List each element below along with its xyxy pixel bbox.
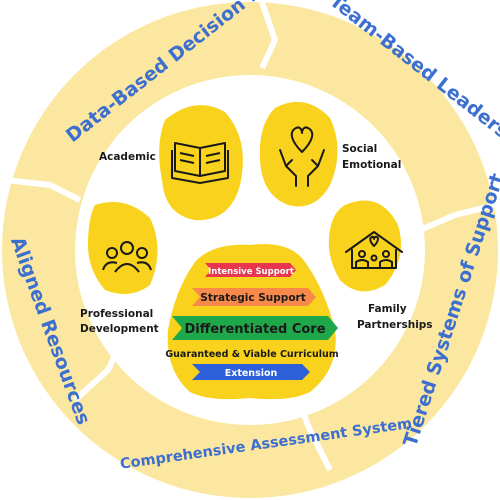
toe-label-development: Development <box>80 323 159 335</box>
toe-label-academic: Academic <box>99 151 156 163</box>
toe-label-partnerships: Partnerships <box>357 319 433 331</box>
tier-label-guaranteed-viable-curriculum: Guaranteed & Viable Curriculum <box>165 349 338 360</box>
people-group-icon <box>102 241 152 273</box>
tier-label-extension: Extension <box>225 368 278 379</box>
toe-professional <box>88 201 158 294</box>
tier-label-intensive-support: Intensive Support <box>208 267 294 277</box>
toe-family <box>328 200 402 292</box>
tier-strategic-support: Strategic Support <box>192 288 316 306</box>
toe-label-emotional: Emotional <box>342 159 401 171</box>
toe-social-emotional <box>259 101 338 207</box>
divider-top <box>259 1 278 70</box>
ring-dividers <box>5 1 496 472</box>
hands-heart-icon <box>279 126 325 187</box>
family-house-icon <box>345 231 403 269</box>
tier-intensive-support: Intensive Support <box>205 263 296 277</box>
divider-bottom <box>297 403 333 472</box>
divider-left <box>5 177 82 203</box>
toe-label-family: Family <box>368 303 407 315</box>
tier-extension: Extension <box>192 364 310 380</box>
tier-differentiated-core: Differentiated Core <box>172 316 338 340</box>
divider-bottom-left <box>72 343 123 403</box>
divider-right <box>418 202 496 233</box>
toe-label-professional: Professional <box>80 308 153 320</box>
toe-label-social: Social <box>342 143 377 155</box>
tier-label-differentiated-core: Differentiated Core <box>184 322 325 337</box>
open-book-icon <box>171 142 229 184</box>
tier-label-strategic-support: Strategic Support <box>200 292 305 304</box>
